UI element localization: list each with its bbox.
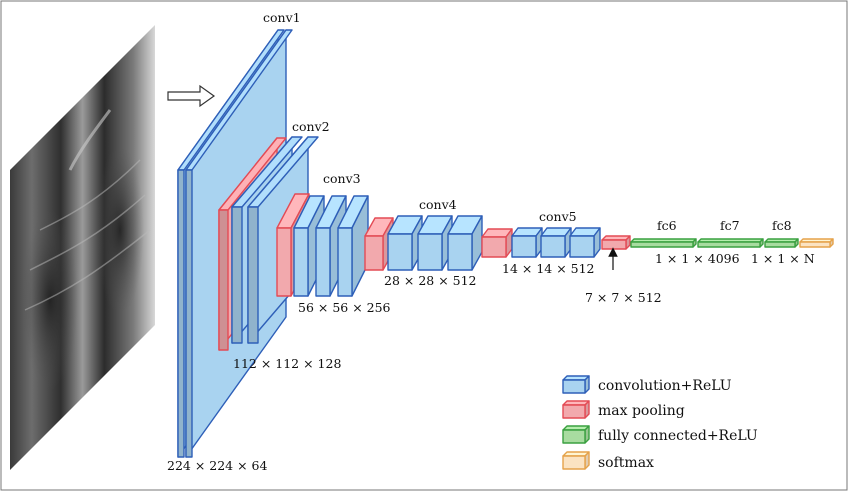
legend-swatch-pool: [562, 400, 590, 419]
layer-blocks: [177, 29, 834, 458]
conv2-sheet-1-edge: [231, 206, 243, 344]
pool1-sheet-edge: [218, 209, 229, 351]
layer-label-conv2: conv2: [292, 119, 330, 134]
layer-label-fc8: fc8: [772, 218, 792, 233]
legend-swatch-fc-front: [562, 429, 586, 444]
conv4-block-1-front: [387, 233, 413, 271]
conv4-block-1: [387, 215, 423, 271]
legend-swatch-conv-front: [562, 379, 586, 394]
legend-swatch-fc: [562, 425, 590, 444]
dim-label-4096: 1 × 1 × 4096: [655, 251, 740, 266]
conv5-block-3-front: [569, 235, 595, 258]
conv3-block-3: [337, 195, 369, 297]
pool2-block-front: [276, 227, 292, 297]
legend-label-conv: convolution+ReLU: [598, 378, 732, 394]
conv2-sheet-2-edge: [247, 206, 259, 344]
conv1-sheet-2-edge: [185, 169, 193, 458]
legend: convolution+ReLU max pooling fully conne…: [562, 375, 758, 471]
conv3-block-1-front: [293, 227, 309, 297]
fc8-block-front: [764, 241, 796, 248]
conv5-block-2-front: [540, 235, 566, 258]
conv4-block-3-front: [447, 233, 473, 271]
chest-xray-image: [10, 25, 155, 470]
conv3-block-3-front: [337, 227, 353, 297]
softmax-block-front: [799, 241, 831, 248]
conv4-block-2-front: [417, 233, 443, 271]
softmax-block: [799, 238, 834, 248]
layer-label-conv5: conv5: [539, 209, 577, 224]
legend-swatch-softmax: [562, 451, 590, 470]
layer-label-conv1: conv1: [263, 10, 301, 25]
layer-label-fc6: fc6: [657, 218, 677, 233]
dim-label-7: 7 × 7 × 512: [585, 290, 662, 305]
right-arrow-icon: [167, 84, 216, 108]
legend-swatch-pool-front: [562, 404, 586, 419]
legend-label-softmax: softmax: [598, 455, 654, 471]
fc6-block-front: [630, 241, 694, 248]
fc6-block: [630, 238, 697, 248]
layer-label-fc7: fc7: [720, 218, 740, 233]
dim-label-112: 112 × 112 × 128: [233, 356, 341, 371]
conv5-block-3: [569, 227, 601, 258]
conv5-block-2: [540, 227, 572, 258]
dim-label-56: 56 × 56 × 256: [298, 300, 391, 315]
legend-swatch-softmax-front: [562, 455, 586, 470]
pool4-block-front: [481, 236, 507, 258]
pool5-block: [601, 235, 631, 250]
conv5-block-1: [511, 227, 543, 258]
fc7-block: [697, 238, 764, 248]
layer-label-conv3: conv3: [323, 171, 361, 186]
dim-label-224: 224 × 224 × 64: [167, 458, 268, 473]
conv5-block-1-front: [511, 235, 537, 258]
conv4-block-2: [417, 215, 453, 271]
layer-label-conv4: conv4: [419, 197, 457, 212]
pool5-block-front: [601, 239, 627, 250]
legend-label-fc: fully connected+ReLU: [598, 428, 758, 444]
conv3-block-2-front: [315, 227, 331, 297]
conv1-sheet-1-edge: [177, 169, 185, 458]
fc7-block-front: [697, 241, 761, 248]
pool3-block-front: [364, 235, 384, 271]
pool4-block: [481, 228, 513, 258]
dim-label-28: 28 × 28 × 512: [384, 273, 477, 288]
dim-label-n: 1 × 1 × N: [751, 251, 815, 266]
fc8-block: [764, 238, 799, 248]
conv4-block-3: [447, 215, 483, 271]
dim-label-14: 14 × 14 × 512: [502, 261, 595, 276]
legend-swatch-conv: [562, 375, 590, 394]
legend-label-pool: max pooling: [598, 403, 685, 419]
